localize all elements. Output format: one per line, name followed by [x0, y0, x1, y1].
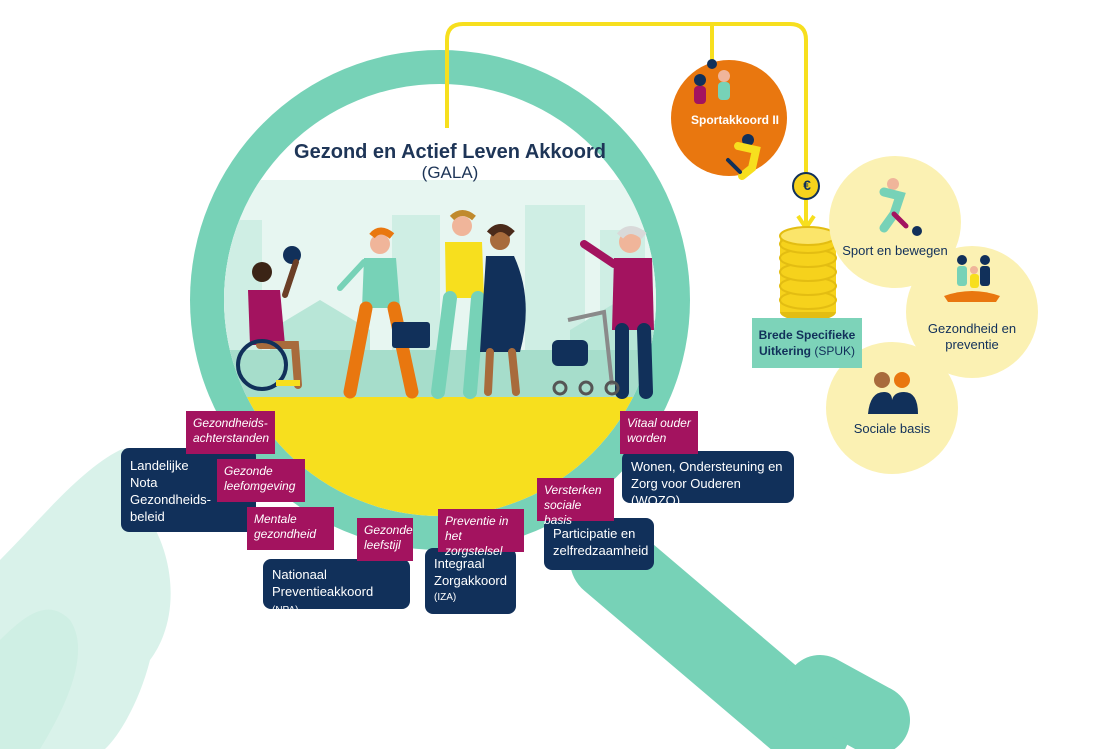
- connector-line: [445, 22, 808, 232]
- wozo-box: Wonen, Ondersteuning en Zorg voor Oudere…: [622, 451, 794, 508]
- euro-coin-icon: [792, 172, 820, 200]
- participatie-box: Participatie en zelfredzaamheid: [544, 518, 654, 570]
- head-silhouette-inner: [0, 609, 79, 749]
- landelijke-nota-line4: beleid: [130, 509, 165, 524]
- gezondheid-preventie-label: Gezondheid en preventie: [912, 321, 1032, 353]
- landelijke-nota-line1: Landelijke: [130, 458, 189, 473]
- tag-gezonde-leefstijl-line2: leefstijl: [364, 538, 401, 552]
- tag-gezonde-leefstijl: Gezonde leefstijl: [357, 518, 413, 561]
- tag-versterken-sociale-basis-line2: sociale basis: [544, 498, 582, 527]
- spuk-line2-bold: Uitkering: [758, 344, 811, 358]
- gezondheid-preventie-line2: preventie: [945, 337, 999, 352]
- tag-gezonde-leefomgeving-line2: leefomgeving: [224, 479, 296, 493]
- tag-gezonde-leefomgeving-line1: Gezonde: [224, 464, 273, 478]
- npa-abbr: (NPA): [272, 605, 299, 616]
- wozo-line2: Zorg voor Ouderen (WOZO): [631, 476, 741, 508]
- npa-box: Nationaal Preventieakkoord (NPA): [263, 559, 410, 616]
- tag-preventie-zorgstelsel-line1: Preventie in: [445, 514, 509, 528]
- tag-preventie-zorgstelsel: Preventie in het zorgstelsel: [438, 509, 524, 558]
- spuk-line2-rest: (SPUK): [814, 344, 856, 358]
- tag-gezondheidsachterstanden: Gezondheids- achterstanden: [186, 411, 275, 454]
- sociale-basis-label: Sociale basis: [853, 421, 931, 436]
- tag-vitaal-ouder-worden: Vitaal ouder worden: [620, 411, 698, 454]
- tag-gezondheidsachterstanden-line1: Gezondheids-: [193, 416, 268, 430]
- spuk-box: Brede Specifieke Uitkering (SPUK): [752, 318, 862, 368]
- tag-mentale-gezondheid: Mentale gezondheid: [247, 507, 334, 550]
- sport-bewegen-circle: [829, 156, 961, 288]
- gala-subtitle: (GALA): [421, 163, 479, 182]
- iza-line2: Zorgakkoord: [434, 573, 507, 588]
- tag-vitaal-ouder-line2: worden: [627, 431, 667, 445]
- euro-symbol: €: [803, 177, 811, 193]
- spuk-line1: Brede Specifieke: [758, 328, 856, 342]
- people-illustration: [236, 210, 654, 399]
- participatie-line2: zelfredzaamheid: [553, 543, 649, 558]
- iza-line1: Integraal: [434, 556, 485, 571]
- landelijke-nota-line2: Nota: [130, 475, 158, 490]
- gezondheid-preventie-circle: [906, 246, 1038, 378]
- magnifier-handle: [570, 520, 850, 749]
- tag-mentale-gezondheid-line1: Mentale: [254, 512, 297, 526]
- tag-preventie-zorgstelsel-line2: het zorgstelsel: [445, 529, 503, 558]
- iza-box: Integraal Zorgakkoord (IZA): [425, 548, 516, 614]
- npa-line2: Preventieakkoord: [272, 584, 374, 599]
- tag-gezondheidsachterstanden-line2: achterstanden: [193, 431, 270, 445]
- tag-gezonde-leefomgeving: Gezonde leefomgeving: [217, 459, 305, 502]
- sportakkoord-label: Sportakkoord II: [690, 113, 779, 127]
- sport-bewegen-label: Sport en bewegen: [842, 243, 948, 258]
- magnifier-handle-end: [785, 655, 910, 749]
- tag-gezonde-leefstijl-line1: Gezonde: [364, 523, 413, 537]
- landelijke-nota-line3: Gezondheids-: [130, 492, 211, 507]
- gala-title: Gezond en Actief Leven Akkoord: [294, 141, 606, 163]
- gezondheid-preventie-line1: Gezondheid en: [927, 321, 1017, 336]
- wozo-line1: Wonen, Ondersteuning en: [631, 459, 783, 474]
- participatie-line1: Participatie en: [553, 526, 636, 541]
- iza-line3: (IZA): [434, 592, 457, 603]
- tag-mentale-gezondheid-line2: gezondheid: [254, 527, 317, 541]
- npa-line1: Nationaal: [272, 567, 327, 582]
- tag-versterken-sociale-basis: Versterken sociale basis: [537, 478, 614, 527]
- coin-stack-icon: [779, 226, 837, 321]
- tag-versterken-sociale-basis-line1: Versterken: [544, 483, 602, 497]
- tag-vitaal-ouder-line1: Vitaal ouder: [627, 416, 691, 430]
